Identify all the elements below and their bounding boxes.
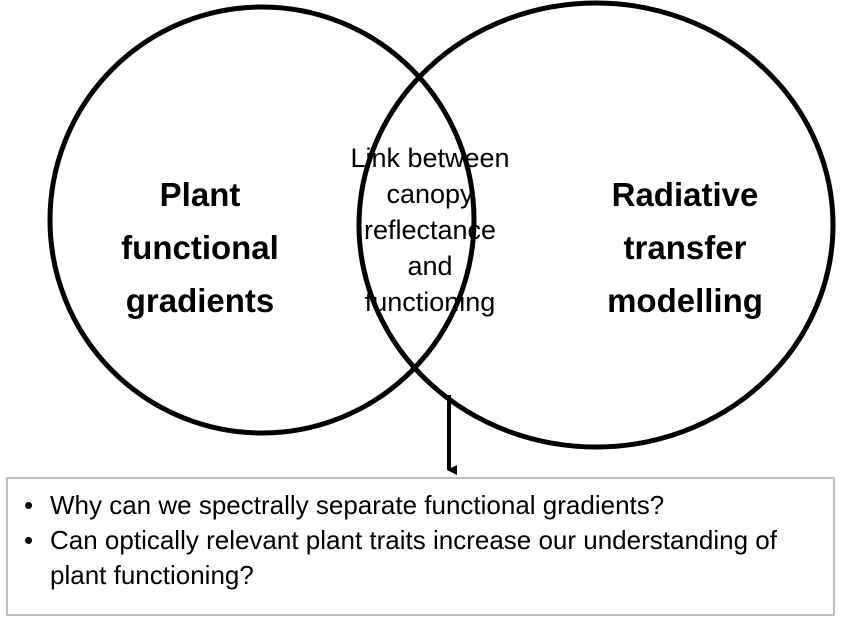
questions-list: • Why can we spectrally separate functio…	[8, 479, 833, 593]
question-text: Why can we spectrally separate functiona…	[50, 490, 665, 520]
intersection-label: Link between canopy reflectance and func…	[350, 143, 510, 317]
right-circle	[356, 0, 836, 450]
bullet-icon: •	[24, 525, 34, 555]
left-circle-label: Plant functional gradients	[121, 176, 279, 319]
right-circle-label: Radiative transfer modelling	[607, 176, 763, 319]
question-item: • Can optically relevant plant traits in…	[24, 523, 823, 593]
left-circle	[47, 4, 477, 436]
bullet-icon: •	[24, 490, 34, 520]
questions-box: • Why can we spectrally separate functio…	[6, 477, 835, 616]
question-item: • Why can we spectrally separate functio…	[24, 488, 823, 523]
question-text: Can optically relevant plant traits incr…	[50, 525, 777, 590]
